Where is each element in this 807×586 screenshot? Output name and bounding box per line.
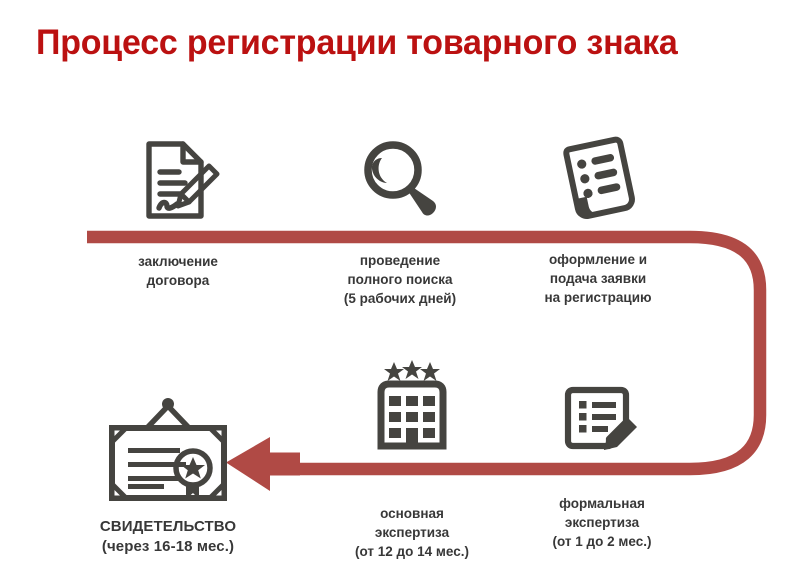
checklist-pencil-icon: [564, 386, 637, 450]
step-6-label: СВИДЕТЕЛЬСТВО (через 16-18 мес.): [99, 518, 237, 555]
step-3-application: оформление и подача заявки на регистраци…: [488, 132, 708, 307]
step-5-label: основная экспертиза (от 12 до 14 мес.): [355, 506, 469, 559]
magnifier-icon: [364, 141, 436, 216]
step-3-label: оформление и подача заявки на регистраци…: [544, 252, 652, 305]
step-2-full-search: проведение полного поиска (5 рабочих дне…: [300, 136, 500, 308]
document-pen-icon: [146, 141, 220, 219]
step-1-contract: заключение договора: [78, 136, 278, 290]
page-title: Процесс регистрации товарного знака: [36, 23, 678, 62]
step-2-label: проведение полного поиска (5 рабочих дне…: [343, 253, 457, 306]
step-5-main-examination: основная экспертиза (от 12 до 14 мес.): [302, 358, 522, 561]
step-6-certificate: СВИДЕТЕЛЬСТВО (через 16-18 мес.): [48, 396, 288, 557]
step-4-label: формальная экспертиза (от 1 до 2 мес.): [552, 496, 652, 549]
step-4-formal-examination: формальная экспертиза (от 1 до 2 мес.): [492, 382, 712, 551]
certificate-icon: [109, 398, 227, 501]
application-form-icon: [563, 136, 635, 219]
building-stars-icon: [377, 360, 447, 450]
step-1-label: заключение договора: [138, 254, 218, 288]
